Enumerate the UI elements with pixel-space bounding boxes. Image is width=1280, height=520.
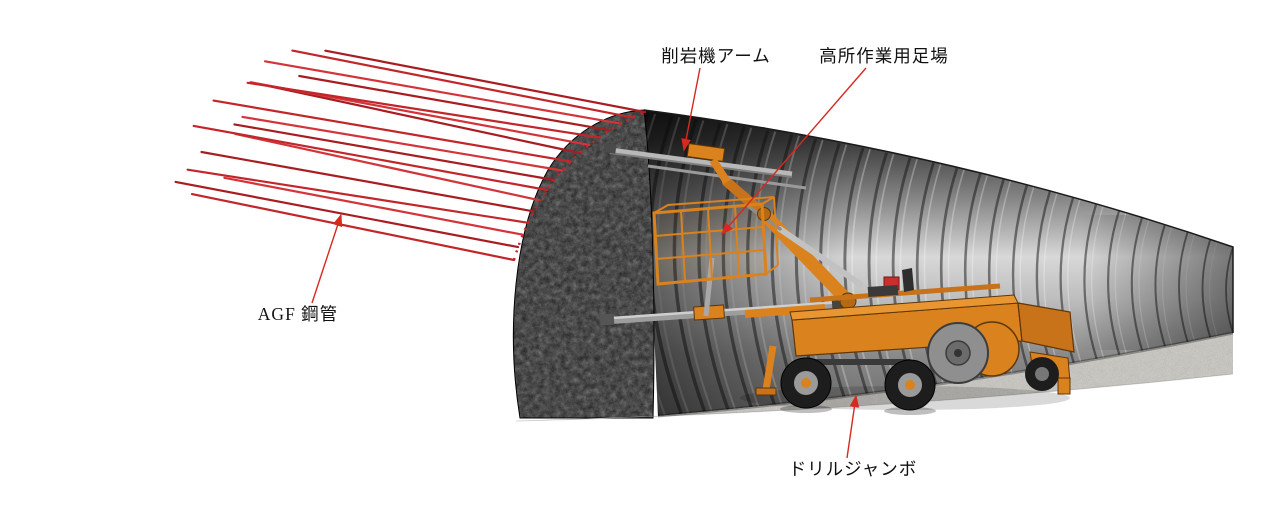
arrow-drill-arm (681, 67, 701, 152)
rear-jack (1057, 377, 1071, 395)
hose-reel-drum (927, 321, 1020, 384)
work-platform-basket (652, 196, 779, 286)
tunnel-rib (1011, 185, 1030, 371)
tunnel-rib (891, 157, 915, 389)
deck-rail (809, 283, 1001, 303)
drill-jumbo-machine (599, 142, 1075, 415)
annotation-layer: 削岩機アーム 高所作業用足場 AGF 鋼管 ドリルジャンボ (258, 46, 949, 479)
label-drill-jumbo: ドリルジャンボ (789, 459, 918, 479)
drill-bit-head (603, 143, 617, 154)
agf-steel-pipe (291, 49, 634, 119)
arrow-scaffold (721, 67, 867, 236)
operator-seat (902, 268, 914, 292)
engine-hood (1017, 302, 1075, 353)
agf-steel-pipe (263, 60, 623, 125)
agf-steel-pipe (298, 74, 612, 132)
tunnel-end-shadow (1080, 215, 1233, 350)
label-drill-arm: 削岩機アーム (661, 46, 770, 66)
agf-pipe-group (174, 49, 647, 262)
tunnel-rib (1067, 199, 1082, 362)
agf-steel-pipe (234, 132, 542, 202)
agf-steel-pipe (223, 176, 524, 236)
agf-steel-pipe (190, 193, 516, 262)
tunnel-silhouette-outline (643, 109, 1234, 333)
label-agf-pipe: AGF 鋼管 (258, 304, 338, 324)
agf-steel-pipe (174, 180, 520, 249)
arrow-agf-pipe (311, 213, 343, 304)
floor-front-edge (515, 373, 1234, 422)
hydraulic-cylinder (777, 226, 863, 287)
rock-texture-fine (513, 110, 654, 418)
machine-wheels (780, 357, 1059, 415)
tunnel-face (512, 109, 655, 419)
agf-steel-pipe (192, 124, 549, 192)
agf-steel-pipe (241, 115, 564, 172)
agf-steel-pipe (186, 168, 530, 224)
rock-drill-arm (603, 142, 807, 190)
tunnel-rib (1019, 186, 1036, 370)
agf-steel-pipe (267, 84, 581, 155)
agf-steel-pipe (200, 150, 535, 213)
agf-steel-pipe (212, 99, 572, 163)
arrow-drill-jumbo (846, 394, 860, 459)
front-outrigger (755, 345, 777, 396)
tunnel-rib (899, 158, 921, 387)
label-scaffold: 高所作業用足場 (819, 46, 949, 66)
agf-steel-pipe (233, 123, 556, 182)
machine-chassis (789, 268, 1075, 395)
agf-steel-pipe (324, 49, 647, 114)
wall-floor-junction (657, 331, 1234, 418)
tunnel-face-outline (512, 109, 655, 419)
agf-steel-pipe (246, 81, 601, 139)
